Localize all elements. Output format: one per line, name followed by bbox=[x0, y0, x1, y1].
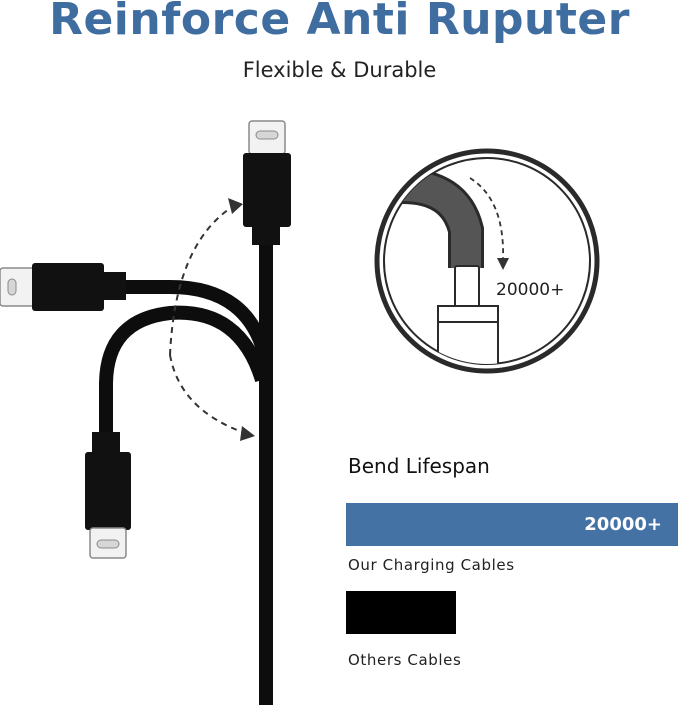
bend-count-label: 20000+ bbox=[496, 280, 565, 300]
loop-cable bbox=[99, 305, 269, 440]
others-cable-label: Others Cables bbox=[348, 651, 462, 669]
curved-arrow-icon bbox=[169, 206, 246, 434]
usb-c-connector-icon bbox=[85, 432, 131, 559]
lifespan-title: Bend Lifespan bbox=[348, 454, 490, 478]
others-cable-bar bbox=[346, 591, 456, 634]
our-cable-bar: 20000+ bbox=[346, 503, 678, 546]
usb-c-connector-icon bbox=[243, 120, 291, 245]
vertical-cable bbox=[259, 230, 273, 705]
zoom-detail-circle bbox=[374, 148, 600, 374]
headline: Reinforce Anti Ruputer bbox=[49, 0, 630, 45]
subheadline: Flexible & Durable bbox=[242, 58, 437, 82]
arrow-head-bottom bbox=[240, 426, 255, 441]
our-cable-value: 20000+ bbox=[584, 514, 662, 535]
bent-cable bbox=[110, 280, 273, 362]
arrow-head-top bbox=[228, 198, 243, 214]
usb-c-connector-icon bbox=[0, 263, 126, 311]
our-cable-label: Our Charging Cables bbox=[348, 556, 515, 574]
